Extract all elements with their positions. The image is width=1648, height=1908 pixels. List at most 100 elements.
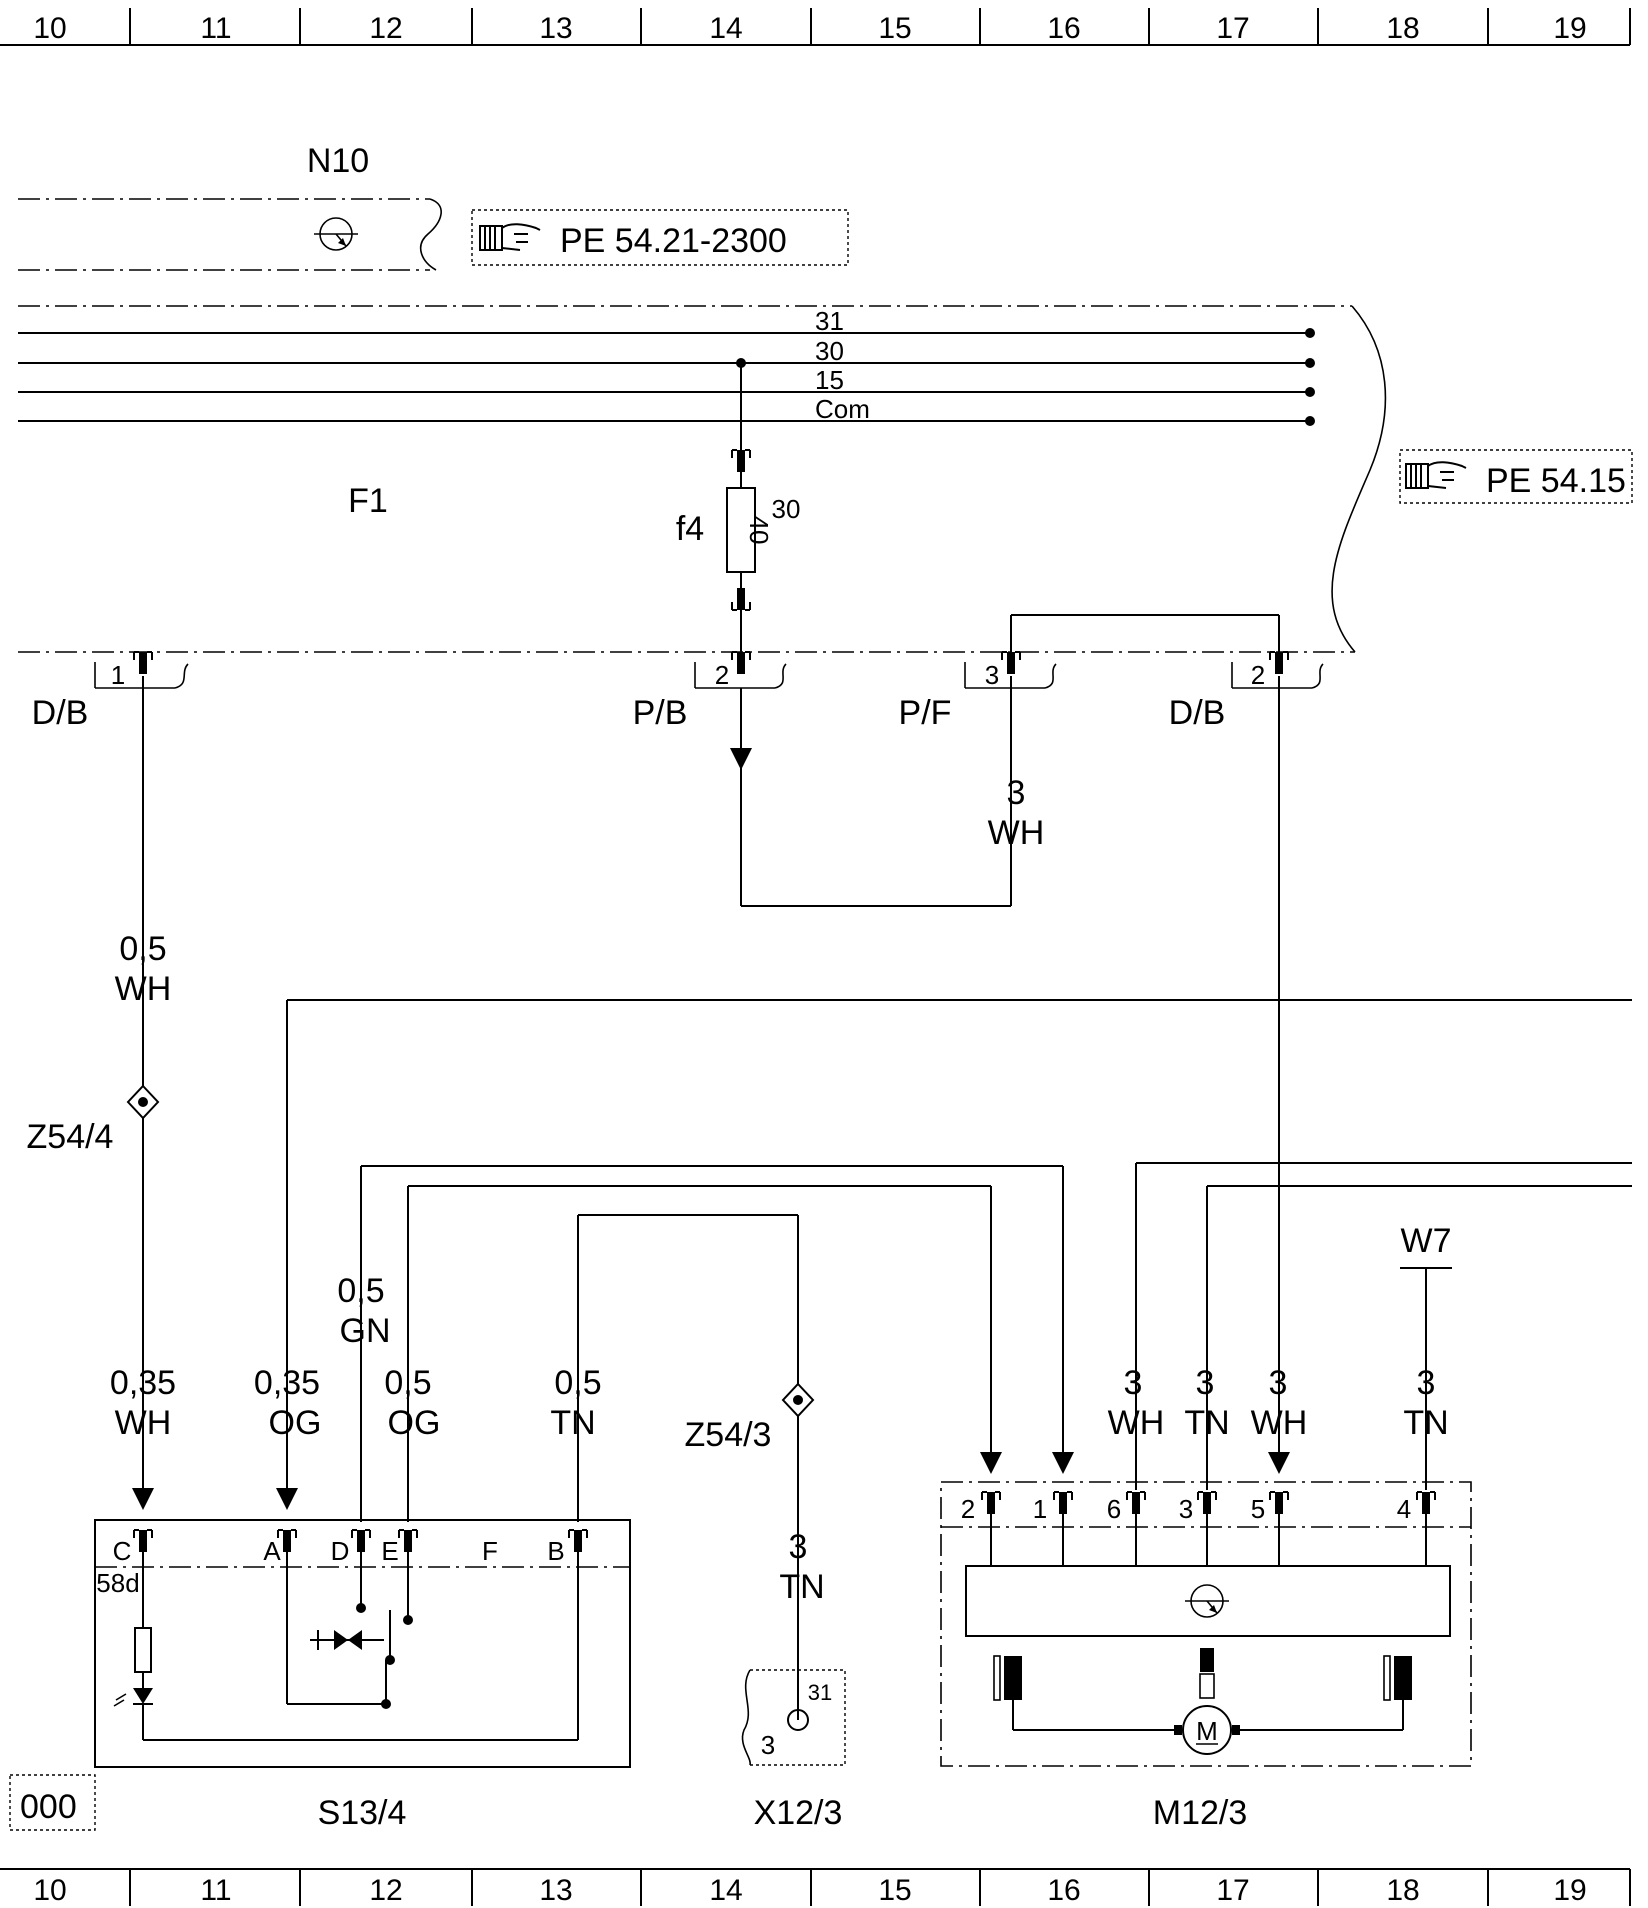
connector-x12-3: 31 3: [741, 1669, 846, 1766]
db-right-pin: 2: [1251, 660, 1265, 690]
grid-col-10: 10: [33, 12, 66, 45]
n10-module: N10 PE 54.21-2300: [18, 142, 849, 271]
m6-color: WH: [1108, 1404, 1165, 1442]
grid-col-15-bottom: 15: [878, 1874, 911, 1907]
s13-pin-f: F: [482, 1536, 498, 1566]
switch-actuator-icon: [310, 1630, 384, 1650]
x12-pin-31: 31: [808, 1680, 832, 1705]
grid-col-16-bottom: 16: [1047, 1874, 1080, 1907]
f1-fuse-box: 31 30 15 Com F1 40 f4 30 PE 54.15: [18, 305, 1633, 660]
m12-pin-4: 4: [1397, 1494, 1411, 1524]
left-reference-box[interactable]: 000: [9, 1774, 96, 1831]
pointing-hand-icon: [479, 223, 541, 251]
x12-wire-size: 3: [789, 1528, 808, 1566]
grid-col-15: 15: [878, 12, 911, 45]
w05gn-color: GN: [340, 1312, 391, 1350]
w05a-color: WH: [115, 970, 172, 1008]
pf-wire-size: 3: [1007, 774, 1026, 812]
right-reference-text: PE 54.15: [1486, 462, 1626, 500]
s13-pin-c: C: [113, 1536, 132, 1566]
w05a-size: 0,5: [119, 930, 166, 968]
z54-4-label: Z54/4: [27, 1118, 114, 1156]
electronic-module-icon: [314, 217, 358, 251]
bus-bars: 31 30 15 Com: [18, 306, 1315, 426]
w7-label: W7: [1401, 1222, 1452, 1260]
m12-pin-5: 5: [1251, 1494, 1265, 1524]
w05og-size: 0,5: [384, 1364, 431, 1402]
wires: 3 WH 0,5 WH Z54/4 0,35 WH 0,35 OG 0,5 GN: [27, 614, 1632, 1720]
m5-color: WH: [1251, 1404, 1308, 1442]
grid-bar-top: 10 11 12 13 14 15 16 17 18 19: [0, 8, 1631, 46]
w05tn-size: 0,5: [554, 1364, 601, 1402]
grid-col-16: 16: [1047, 12, 1080, 45]
connector-db-left: 1 D/B: [32, 651, 189, 732]
x12-3-label: X12/3: [754, 1794, 843, 1832]
w05og-color: OG: [388, 1404, 441, 1442]
grid-col-13: 13: [539, 12, 572, 45]
connector-pb: 2 P/B: [633, 651, 787, 732]
n10-reference-box[interactable]: PE 54.21-2300: [471, 209, 849, 266]
db-left-label: D/B: [32, 694, 89, 732]
ground-w7: W7: [1400, 1222, 1452, 1269]
w035b-color: OG: [269, 1404, 322, 1442]
m12-pin-3: 3: [1179, 1494, 1193, 1524]
term-58d: 58d: [96, 1568, 139, 1598]
s13-pin-b: B: [547, 1536, 564, 1566]
right-reference-box[interactable]: PE 54.15: [1399, 449, 1633, 504]
w035a-color: WH: [115, 1404, 172, 1442]
grid-col-14-bottom: 14: [709, 1874, 742, 1907]
w05gn-size: 0,5: [337, 1272, 384, 1310]
motor-symbol: M: [1196, 1716, 1218, 1746]
grid-col-11: 11: [200, 12, 231, 45]
pf-pin: 3: [985, 660, 999, 690]
x12-pin-3: 3: [761, 1730, 775, 1760]
n10-label: N10: [307, 142, 369, 180]
f1-label: F1: [348, 482, 388, 520]
m3-size: 3: [1196, 1364, 1215, 1402]
grid-col-19-bottom: 19: [1553, 1874, 1586, 1907]
db-right-label: D/B: [1169, 694, 1226, 732]
m12-3-label: M12/3: [1153, 1794, 1248, 1832]
pf-wire-color: WH: [988, 814, 1045, 852]
fuse-terminal-label: 30: [772, 494, 801, 524]
x12-wire-color: TN: [779, 1568, 824, 1606]
bus-15-label: 15: [815, 365, 844, 395]
grid-col-14: 14: [709, 12, 742, 45]
w035b-size: 0,35: [254, 1364, 320, 1402]
bus-31-label: 31: [815, 306, 844, 336]
m4-size: 3: [1417, 1364, 1436, 1402]
bus-com-label: Com: [815, 394, 870, 424]
left-reference-text: 000: [20, 1788, 77, 1826]
pf-label: P/F: [899, 694, 952, 732]
motor-m12-3: 2 1 6 3 5 4: [940, 1481, 1472, 1767]
m3-color: TN: [1184, 1404, 1229, 1442]
s13-pin-e: E: [381, 1536, 398, 1566]
w05tn-color: TN: [550, 1404, 595, 1442]
m12-pin-6: 6: [1107, 1494, 1121, 1524]
grid-col-10-bottom: 10: [33, 1874, 66, 1907]
fuse-f4: 40 f4 30: [676, 358, 801, 660]
grid-col-19: 19: [1553, 12, 1586, 45]
m12-pin-1: 1: [1033, 1494, 1047, 1524]
pointing-hand-icon-right: [1405, 461, 1467, 489]
z54-3-label: Z54/3: [685, 1416, 772, 1454]
grid-col-17: 17: [1216, 12, 1249, 45]
grid-col-11-bottom: 11: [200, 1874, 231, 1907]
db-left-pin: 1: [111, 660, 125, 690]
grid-col-12: 12: [369, 12, 402, 45]
n10-reference-text: PE 54.21-2300: [560, 222, 787, 260]
fuse-f4-label: f4: [676, 510, 704, 548]
grid-col-18-bottom: 18: [1386, 1874, 1419, 1907]
connector-pf: 3 P/F: [899, 651, 1057, 732]
grid-bar-bottom: 10 11 12 13 14 15 16 17 18 19: [0, 1868, 1631, 1907]
led-icon: [133, 1688, 153, 1704]
pb-pin: 2: [715, 660, 729, 690]
fuse-rating: 40: [744, 516, 774, 545]
pb-label: P/B: [633, 694, 688, 732]
grid-col-12-bottom: 12: [369, 1874, 402, 1907]
s13-pin-a: A: [263, 1536, 281, 1566]
bus-30-label: 30: [815, 336, 844, 366]
m6-size: 3: [1124, 1364, 1143, 1402]
connector-db-right: 2 D/B: [1169, 651, 1324, 732]
